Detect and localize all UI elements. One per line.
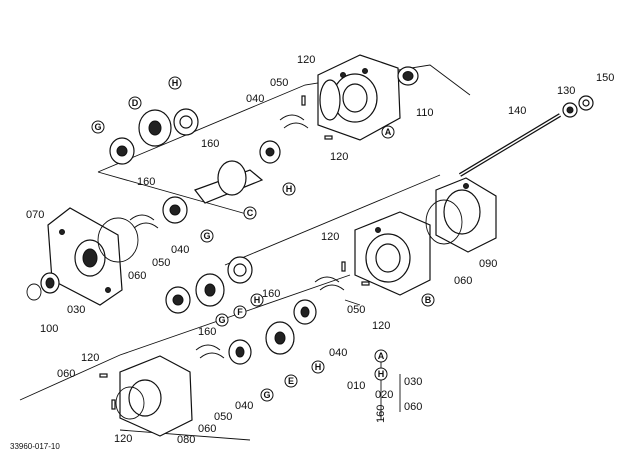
label-160-c: 160 (262, 288, 280, 300)
label-050-c: 050 (214, 411, 232, 423)
nut-150[interactable] (578, 95, 594, 111)
svg-text:G: G (94, 122, 101, 132)
label-060-c: 060 (57, 368, 75, 380)
bearing-g-upper[interactable] (109, 137, 135, 165)
label-120-b: 120 (321, 231, 339, 243)
label-040-a: 040 (171, 244, 189, 256)
bearing-g-lower[interactable] (165, 286, 191, 314)
svg-text:C: C (247, 208, 254, 218)
dowel-pins-120 (99, 95, 370, 410)
housing-a[interactable] (317, 54, 401, 141)
gear-c[interactable] (194, 160, 264, 204)
svg-text:H: H (286, 184, 293, 194)
label-090: 090 (479, 258, 497, 270)
callout-letter-h-3: H (250, 293, 264, 307)
label-070: 070 (26, 209, 44, 221)
gear-d[interactable] (138, 109, 172, 147)
svg-text:H: H (378, 369, 385, 379)
label-060-a: 060 (128, 270, 146, 282)
rear-cover-090[interactable] (425, 177, 497, 253)
label-160-b: 160 (137, 176, 155, 188)
legend-020: 020 (375, 389, 393, 401)
label-120-mid: 120 (330, 151, 348, 163)
svg-text:A: A (378, 351, 385, 361)
svg-text:H: H (315, 362, 322, 372)
svg-text:D: D (132, 98, 139, 108)
gear-e[interactable] (265, 321, 295, 355)
label-120-top: 120 (297, 54, 315, 66)
label-060-d: 060 (198, 423, 216, 435)
label-060-b: 060 (454, 275, 472, 287)
snap-ring-100[interactable] (26, 283, 42, 301)
label-050-b: 050 (347, 304, 365, 316)
bearing-h-middle[interactable] (259, 140, 281, 164)
bearing-h-lower-left[interactable] (227, 256, 253, 284)
seal-030[interactable] (40, 272, 60, 294)
legend-letter-a: A (374, 349, 388, 363)
label-140: 140 (508, 105, 526, 117)
bottom-cover-080[interactable] (115, 355, 193, 437)
callout-letter-e: E (284, 374, 298, 388)
callout-letter-f: F (233, 305, 247, 319)
legend-060: 060 (404, 401, 422, 413)
wear-plates (129, 114, 345, 359)
label-030-a: 030 (67, 304, 85, 316)
callout-letter-g-4: G (260, 388, 274, 402)
legend-160: 160 (375, 405, 387, 423)
svg-text:G: G (218, 315, 225, 325)
shaft-140[interactable] (458, 113, 562, 177)
label-040-b: 040 (329, 347, 347, 359)
label-080: 080 (177, 434, 195, 446)
legend-010: 010 (347, 380, 365, 392)
label-050-top: 050 (270, 77, 288, 89)
label-150: 150 (596, 72, 614, 84)
label-160-a: 160 (201, 138, 219, 150)
callout-letters: A B C D E F G G (91, 76, 435, 402)
label-120-c: 120 (372, 320, 390, 332)
svg-text:F: F (237, 307, 243, 317)
label-100: 100 (40, 323, 58, 335)
callout-letter-a-1: A (381, 125, 395, 139)
callout-letter-d: D (128, 96, 142, 110)
oring-060-cover[interactable] (97, 217, 139, 263)
callout-letter-h-2: H (282, 182, 296, 196)
gear-f[interactable] (195, 273, 225, 307)
bearing-g-middle[interactable] (162, 196, 188, 224)
bushing-110[interactable] (397, 66, 419, 86)
svg-text:G: G (203, 231, 210, 241)
legend-030: 030 (404, 376, 422, 388)
callout-letter-g-3: G (215, 313, 229, 327)
svg-text:E: E (288, 376, 294, 386)
callout-letter-g-2: G (200, 229, 214, 243)
label-120-d: 120 (81, 352, 99, 364)
bearing-g-bottom[interactable] (228, 339, 252, 365)
part-number-labels: 120 050 040 110 120 160 160 140 130 150 … (26, 54, 614, 446)
svg-text:H: H (172, 78, 179, 88)
label-110: 110 (416, 107, 434, 119)
bearing-h-lower-right[interactable] (293, 299, 317, 325)
label-050-a: 050 (152, 257, 170, 269)
callout-letter-c: C (243, 206, 257, 220)
legend-letter-h: H (374, 367, 388, 381)
svg-text:G: G (263, 390, 270, 400)
cover-070[interactable] (47, 207, 123, 306)
svg-text:B: B (425, 295, 432, 305)
seal-130[interactable] (562, 102, 578, 118)
callout-letter-b: B (421, 293, 435, 307)
housing-b[interactable] (354, 211, 431, 296)
label-040-top: 040 (246, 93, 264, 105)
drawing-reference: 33960-017-10 (10, 442, 60, 451)
callout-letter-g-1: G (91, 120, 105, 134)
callout-letter-h-4: H (311, 360, 325, 374)
assembly-legend: A H 010 020 160 030 060 (347, 349, 422, 423)
label-040-c: 040 (235, 400, 253, 412)
label-160-d: 160 (198, 326, 216, 338)
label-130: 130 (557, 85, 575, 97)
bearing-h-upper[interactable] (173, 108, 199, 136)
callout-letter-h-1: H (168, 76, 182, 90)
label-120-e: 120 (114, 433, 132, 445)
svg-text:H: H (254, 295, 261, 305)
svg-text:A: A (385, 127, 392, 137)
